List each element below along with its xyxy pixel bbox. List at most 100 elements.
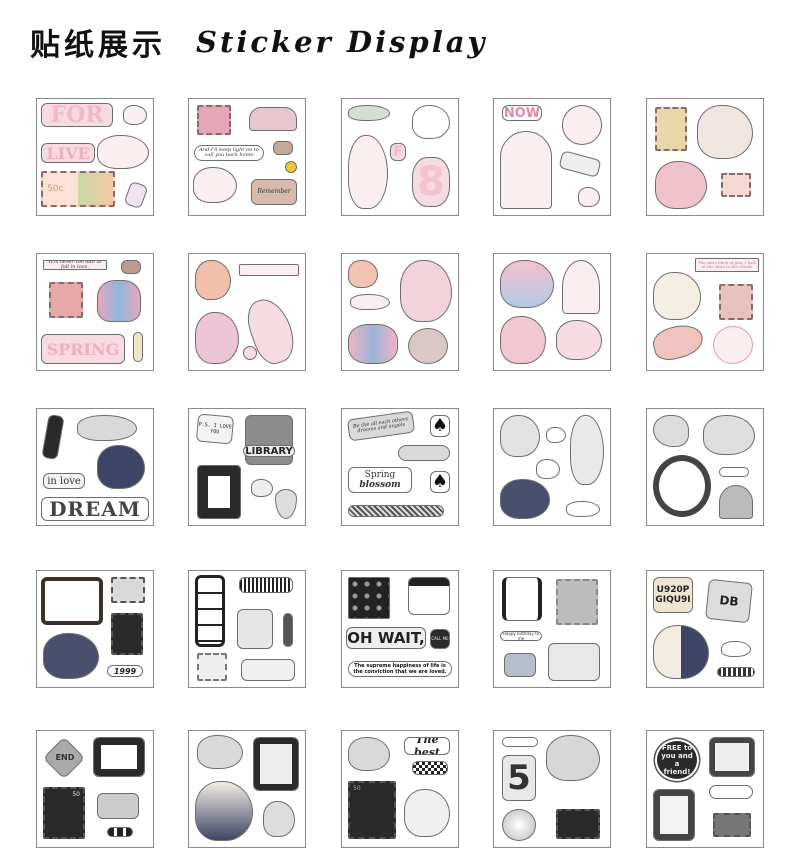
sticker-card-9[interactable]: [493, 253, 611, 371]
sticker-card-10[interactable]: The stars blink at you, I look at the st…: [646, 253, 764, 371]
sticker-the-best: The best: [404, 737, 450, 755]
sticker-card-20[interactable]: U920P GIQU9I DB: [646, 570, 764, 688]
sticker-ribbon-banner: [239, 264, 299, 276]
sticker-card-21[interactable]: END 50: [36, 730, 154, 848]
sticker-iris-stamp: [655, 107, 687, 151]
sticker-castle: [697, 105, 753, 159]
sticker-barcode: [239, 577, 293, 593]
sticker-photo: [121, 260, 141, 274]
sticker-wax-seal: [408, 328, 448, 364]
sticker-award-ribbon: [562, 260, 600, 314]
sticker-script-quote: And I'll keep light on to call you back …: [194, 145, 264, 161]
code-line-1: U920P: [656, 585, 690, 595]
sticker-space-stamp: 50: [43, 787, 85, 839]
sticker-zodiac-stamp: 50: [348, 781, 396, 839]
sticker-card-8[interactable]: [341, 253, 459, 371]
sticker-bw-flowers: [570, 415, 604, 485]
sticker-photo-frame: [41, 577, 103, 625]
sticker-peony: [195, 260, 231, 300]
sticker-moon-stamp-2: [556, 809, 600, 839]
sticker-card-15[interactable]: [646, 408, 764, 526]
sticker-spring: SPRING: [41, 334, 125, 364]
sticker-rose-stamp: [721, 173, 751, 197]
sticker-teddy-bear: [263, 801, 295, 837]
sticker-cloud-2: [566, 501, 600, 517]
sticker-birthday-label: Happy birthday to me: [500, 631, 542, 641]
blossom-text: blossom: [359, 480, 401, 490]
sticker-tag: [123, 180, 149, 210]
sticker-script-dreams: Be the all each others dreams and angels: [346, 410, 416, 442]
sticker-bw-butterfly: [500, 415, 540, 457]
sticker-ps-note: P.S. I LOVE YOU: [195, 413, 235, 445]
sticker-ornate-frame-2: [93, 737, 145, 777]
sticker-white-navy-roses: [195, 781, 253, 841]
end-sign-text: END: [55, 753, 75, 762]
sticker-fan-flowers: [653, 272, 701, 320]
sticker-dream: DREAM: [41, 497, 149, 521]
sticker-stamp: 50c: [41, 171, 115, 207]
sticker-butterfly-3: [546, 735, 600, 781]
sticker-card-11[interactable]: in love DREAM: [36, 408, 154, 526]
sticker-white-frame: [653, 789, 695, 841]
sticker-mandala: [562, 105, 602, 145]
title-english: Sticker Display: [196, 25, 488, 59]
sticker-pattern-strip: [717, 667, 755, 677]
sticker-cloud-3: [721, 641, 751, 657]
sticker-card-12[interactable]: P.S. I LOVE YOU LIBRARY: [188, 408, 306, 526]
sticker-cameo: [719, 485, 753, 519]
sticker-card-22[interactable]: [188, 730, 306, 848]
sticker-library-collage: [245, 415, 293, 465]
sticker-leaf-tall: [348, 135, 388, 209]
page-title: 贴纸展示 Sticker Display: [30, 22, 488, 63]
sticker-cloud: [350, 294, 390, 310]
sticker-mountain-stamp: [713, 813, 751, 837]
sticker-oval-frame: [653, 455, 711, 517]
sticker-dress-bird: [649, 320, 707, 364]
sticker-for: FOR: [41, 103, 113, 127]
sticker-teardrop: [275, 489, 297, 519]
sticker-umbrella-stamp: [197, 653, 227, 681]
sticker-in-love: in love: [43, 473, 85, 489]
sticker-window-frame: [502, 577, 542, 621]
sticker-card-7[interactable]: [188, 253, 306, 371]
sticker-round-badge: [243, 346, 257, 360]
sticker-card-25[interactable]: FREE to you and a friend!: [646, 730, 764, 848]
sticker-lily: [195, 312, 239, 364]
sticker-heart-flower: [578, 187, 600, 207]
sticker-label-oval: [719, 467, 749, 477]
sticker-bird-branch: [400, 260, 452, 322]
sticker-lace-frame: [404, 789, 450, 837]
sticker-label-blank: [709, 785, 753, 799]
sticker-card-17[interactable]: [188, 570, 306, 688]
sticker-card-13[interactable]: Be the all each others dreams and angels…: [341, 408, 459, 526]
sticker-silver-circle: [502, 809, 536, 841]
sticker-arch-window: [500, 131, 552, 209]
sticker-free-badge: FREE to you and a friend!: [655, 739, 699, 781]
sticker-card-16[interactable]: 1999: [36, 570, 154, 688]
sticker-yellow-flower: [285, 161, 297, 173]
sticker-bw-rose-2: [197, 735, 243, 769]
sticker-card-1[interactable]: FOR LIVE 50c: [36, 98, 154, 216]
sticker-small-butterfly: [251, 479, 273, 497]
sticker-film-strip: [41, 413, 65, 461]
sticker-card-19[interactable]: Happy birthday to me: [493, 570, 611, 688]
sticker-stars-quote: The stars blink at you, I look at the st…: [695, 258, 759, 272]
sticker-torn-paper: [504, 653, 536, 677]
sticker-card-5[interactable]: [646, 98, 764, 216]
sticker-live: LIVE: [41, 143, 95, 163]
sticker-card-18[interactable]: OH WAIT, CALL ME The supreme happiness o…: [341, 570, 459, 688]
sticker-card-14[interactable]: [493, 408, 611, 526]
sticker-card-6[interactable]: It is never too late to fall in love. SP…: [36, 253, 154, 371]
sticker-spade-heart: ♠: [430, 471, 450, 493]
sticker-card-23[interactable]: The best 50: [341, 730, 459, 848]
sticker-navy-bouquet: [500, 479, 550, 519]
sticker-card-3[interactable]: F 8: [341, 98, 459, 216]
sticker-butterfly-outline: [412, 105, 450, 139]
title-chinese: 贴纸展示: [30, 28, 166, 63]
sticker-card-2[interactable]: And I'll keep light on to call you back …: [188, 98, 306, 216]
sticker-card-24[interactable]: 5: [493, 730, 611, 848]
sticker-arch-garden: [500, 260, 554, 308]
sticker-checkerboard: [412, 761, 448, 775]
sticker-petal-1: [546, 427, 566, 443]
sticker-card-4[interactable]: NOW: [493, 98, 611, 216]
